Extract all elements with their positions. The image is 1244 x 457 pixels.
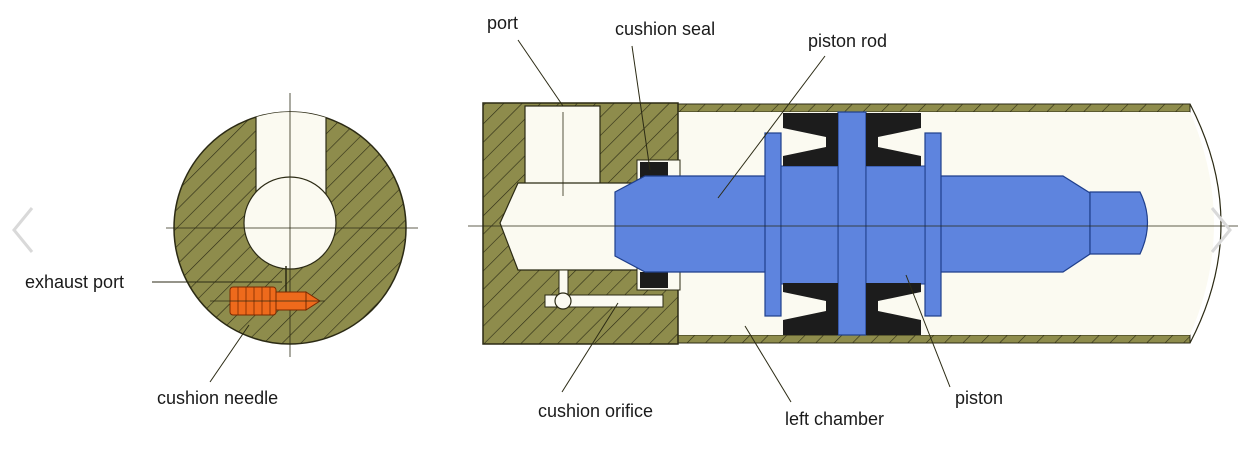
piston-hub-left [780, 165, 839, 285]
next-arrow-button[interactable] [1206, 200, 1236, 260]
barrel-break-line [1189, 103, 1222, 344]
piston-center-disc [837, 111, 867, 336]
piston-seals [783, 113, 921, 335]
piston-plate-right [924, 132, 942, 317]
barrel-bottom-wall [659, 334, 1191, 344]
cushion-seal-top [640, 162, 668, 178]
cushion-seal-label: cushion seal [615, 19, 715, 39]
cushion-seal-bottom [640, 272, 668, 288]
end-cap-cross-section [166, 93, 418, 357]
left-chamber-label: left chamber [785, 409, 884, 429]
orifice-riser [558, 269, 569, 297]
chevron-right-icon [1210, 207, 1232, 253]
orifice-ball [554, 292, 572, 310]
piston-rod-extension [1089, 191, 1149, 255]
cushion-orifice-channel [544, 294, 664, 308]
leader-lines [152, 39, 951, 403]
barrel-top-wall [659, 103, 1191, 113]
cushion-needle-label: cushion needle [157, 388, 278, 408]
piston-label: piston [955, 388, 1003, 408]
chevron-left-icon [12, 207, 34, 253]
prev-arrow-button[interactable] [8, 200, 38, 260]
port-label: port [487, 13, 518, 33]
exhaust-port-label: exhaust port [25, 272, 124, 292]
cushion-orifice-label: cushion orifice [538, 401, 653, 421]
piston-hub-right [865, 165, 926, 285]
cylinder-side-section [468, 102, 1238, 345]
cushion-needle-part [210, 286, 325, 316]
piston-plate-left [764, 132, 782, 317]
port-passage [524, 105, 601, 185]
piston-rod-label: piston rod [808, 31, 887, 51]
